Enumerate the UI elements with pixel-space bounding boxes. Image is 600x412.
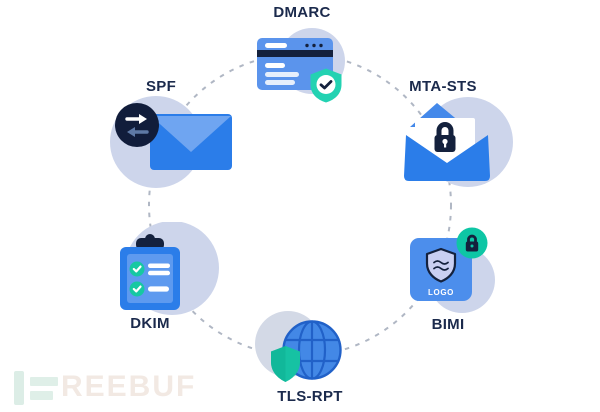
check-row-1 xyxy=(129,261,170,277)
logo-shield-padlock-icon: LOGO xyxy=(410,227,495,313)
watermark-bar xyxy=(14,371,24,405)
open-envelope-padlock-icon xyxy=(404,97,513,187)
watermark-letters: REEBUF xyxy=(61,370,197,403)
brand-shield xyxy=(425,247,457,283)
envelope-pocket xyxy=(404,135,490,181)
shield-check-icon xyxy=(310,68,342,103)
label-dkim: DKIM xyxy=(130,315,170,332)
logo-text: LOGO xyxy=(428,288,454,297)
clipboard-checklist-icon xyxy=(120,222,219,315)
label-dmarc: DMARC xyxy=(273,4,331,21)
check-row-2 xyxy=(129,281,169,297)
connector-path xyxy=(148,53,452,357)
padlock-badge xyxy=(456,227,488,259)
envelope-swap-arrows-icon xyxy=(110,96,232,188)
swap-arrows-badge xyxy=(115,103,159,147)
label-bimi: BIMI xyxy=(431,316,465,333)
padlock-icon xyxy=(434,122,456,152)
label-spf: SPF xyxy=(145,78,177,95)
envelope xyxy=(150,114,232,170)
watermark-f-block-top xyxy=(30,377,58,386)
watermark-f-block-bottom xyxy=(30,391,53,400)
label-tls-rpt: TLS-RPT xyxy=(277,388,343,405)
tls-shield xyxy=(271,346,300,382)
globe-shield-icon xyxy=(255,311,342,382)
label-mta-sts: MTA-STS xyxy=(409,78,477,95)
browser-window-shield-check-icon xyxy=(257,28,345,103)
